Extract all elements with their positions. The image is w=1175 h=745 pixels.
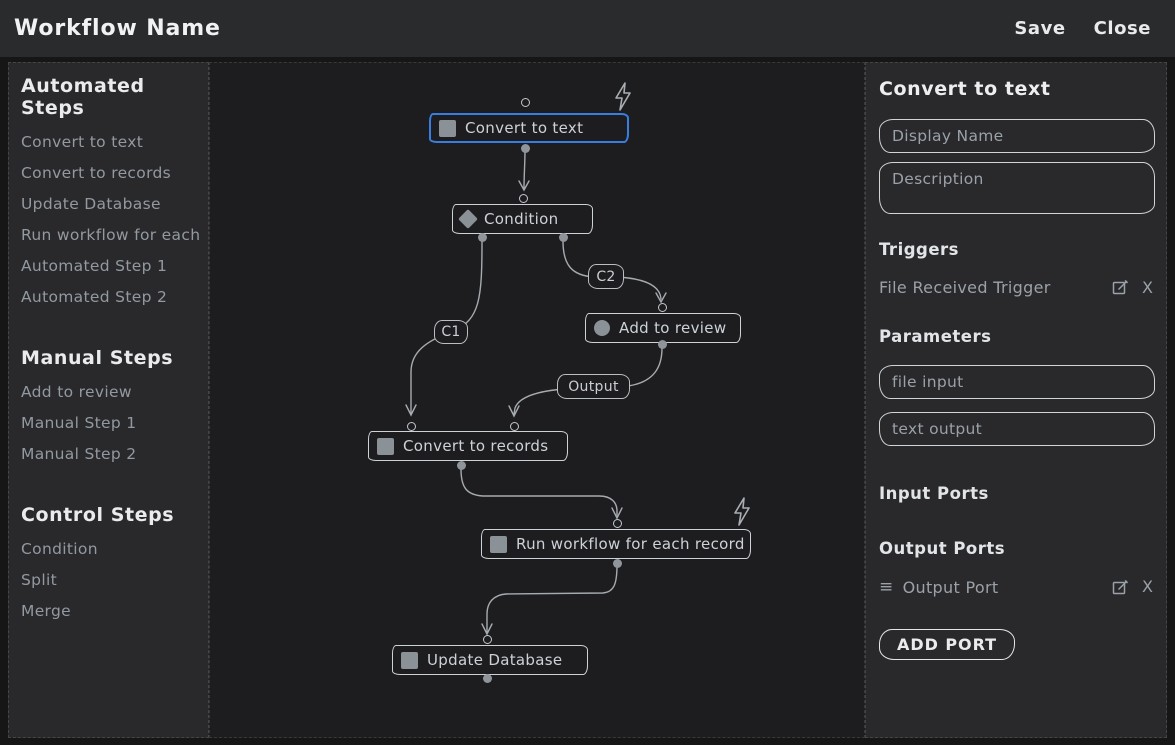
edit-port-button[interactable]: [1112, 579, 1129, 596]
close-button[interactable]: Close: [1093, 18, 1151, 39]
edge-label-output[interactable]: Output: [557, 374, 630, 399]
remove-trigger-button[interactable]: X: [1142, 277, 1153, 297]
edit-icon: [1112, 579, 1129, 594]
sidebar-item-add-to-review[interactable]: Add to review: [21, 383, 132, 401]
output-port-connector[interactable]: [559, 233, 568, 242]
square-icon: [401, 651, 418, 669]
edge-label-c2[interactable]: C2: [588, 264, 624, 289]
sidebar-item-automated-step-2[interactable]: Automated Step 2: [21, 288, 168, 306]
automated-steps-section: Automated Steps Convert to text Convert …: [21, 75, 201, 313]
output-port-connector[interactable]: [457, 461, 466, 470]
square-icon: [377, 437, 394, 455]
input-port-connector[interactable]: [658, 303, 667, 312]
triggers-heading: Triggers: [879, 240, 959, 259]
node-label: Add to review: [619, 319, 727, 337]
input-port-connector[interactable]: [483, 635, 492, 644]
output-ports-heading: Output Ports: [879, 539, 1006, 558]
node-condition[interactable]: Condition: [452, 204, 593, 234]
close-icon: X: [1142, 577, 1153, 596]
edit-icon: [1112, 279, 1129, 295]
workflow-canvas[interactable]: Convert to text Condition Add to review …: [209, 62, 865, 738]
square-icon: [439, 119, 456, 137]
parameters-heading: Parameters: [879, 327, 992, 346]
node-label: Convert to records: [403, 437, 549, 455]
node-update-database[interactable]: Update Database: [392, 645, 588, 675]
control-steps-section: Control Steps Condition Split Merge: [21, 504, 198, 627]
top-bar: Workflow Name Save Close: [0, 0, 1175, 57]
edit-trigger-button[interactable]: [1112, 279, 1129, 296]
trigger-name: File Received Trigger: [879, 278, 1051, 297]
remove-port-button[interactable]: X: [1142, 579, 1153, 595]
parameter-file-input[interactable]: [879, 365, 1155, 399]
sidebar-item-run-workflow-for-each[interactable]: Run workflow for each: [21, 226, 201, 244]
description-input[interactable]: [879, 162, 1155, 214]
sidebar-item-condition[interactable]: Condition: [21, 540, 98, 558]
node-label: Convert to text: [465, 119, 584, 137]
output-port-connector[interactable]: [613, 559, 622, 568]
output-port-row: ≡ Output Port X: [879, 577, 1153, 597]
node-label: Run workflow for each record: [516, 535, 745, 553]
steps-sidebar: Automated Steps Convert to text Convert …: [8, 62, 209, 738]
sidebar-item-automated-step-1[interactable]: Automated Step 1: [21, 257, 168, 275]
node-convert-to-records[interactable]: Convert to records: [368, 431, 568, 461]
output-port-connector[interactable]: [483, 674, 492, 683]
circle-icon: [594, 320, 610, 336]
node-label: Condition: [484, 210, 559, 228]
sidebar-item-split[interactable]: Split: [21, 571, 57, 589]
sidebar-item-manual-step-1[interactable]: Manual Step 1: [21, 414, 137, 432]
section-heading-control: Control Steps: [21, 504, 175, 526]
input-port-connector[interactable]: [613, 519, 622, 528]
inspector-title: Convert to text: [879, 78, 1051, 100]
output-port-name: Output Port: [902, 577, 999, 597]
output-port-connector[interactable]: [658, 340, 667, 349]
edge-connectors: [405, 149, 667, 636]
step-inspector-panel: Convert to text Triggers File Received T…: [865, 62, 1167, 738]
sidebar-item-update-database[interactable]: Update Database: [21, 195, 161, 213]
input-port-connector[interactable]: [407, 422, 416, 431]
add-port-button[interactable]: ADD PORT: [879, 629, 1016, 660]
square-icon: [490, 535, 507, 553]
drag-handle-icon[interactable]: ≡: [879, 577, 894, 597]
section-heading-manual: Manual Steps: [21, 347, 174, 369]
node-convert-to-text[interactable]: Convert to text: [429, 113, 629, 143]
sidebar-item-merge[interactable]: Merge: [21, 602, 71, 620]
lightning-icon: [734, 497, 750, 526]
sidebar-item-manual-step-2[interactable]: Manual Step 2: [21, 445, 137, 463]
close-icon: X: [1142, 277, 1153, 297]
input-ports-heading: Input Ports: [879, 484, 989, 503]
display-name-input[interactable]: [879, 119, 1155, 153]
top-bar-actions: Save Close: [1014, 18, 1151, 39]
manual-steps-section: Manual Steps Add to review Manual Step 1…: [21, 347, 198, 470]
sidebar-item-convert-to-text[interactable]: Convert to text: [21, 133, 144, 151]
workflow-title: Workflow Name: [14, 16, 221, 41]
parameter-text-output[interactable]: [879, 412, 1155, 446]
input-port-connector[interactable]: [519, 194, 528, 203]
save-button[interactable]: Save: [1014, 18, 1066, 39]
node-label: Update Database: [427, 651, 563, 669]
edge-label-c1[interactable]: C1: [434, 320, 468, 344]
output-port-connector[interactable]: [478, 233, 487, 242]
node-run-workflow-for-each-record[interactable]: Run workflow for each record: [481, 529, 751, 559]
input-port-connector[interactable]: [510, 422, 519, 431]
output-port-connector[interactable]: [521, 144, 530, 153]
diamond-icon: [458, 209, 478, 229]
input-port-connector[interactable]: [521, 98, 530, 107]
sidebar-item-convert-to-records[interactable]: Convert to records: [21, 164, 172, 182]
section-heading-automated: Automated Steps: [21, 75, 145, 119]
lightning-icon: [615, 82, 631, 111]
node-add-to-review[interactable]: Add to review: [585, 313, 741, 343]
trigger-row: File Received Trigger X: [879, 278, 1153, 297]
